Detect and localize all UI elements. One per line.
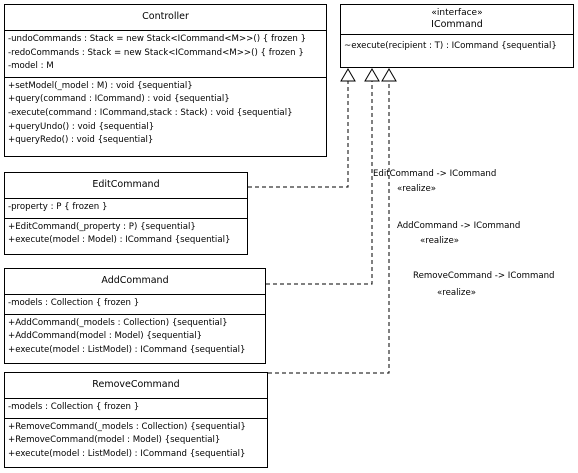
add-realize-arrowhead [364, 68, 380, 82]
addcommand-attributes: -models : Collection { frozen } [5, 295, 265, 315]
addcommand-op-execute: +execute(model : ListModel) : ICommand {… [8, 344, 246, 355]
edit-realize-line[interactable] [248, 81, 349, 188]
removecommand-class[interactable]: RemoveCommand -models : Collection { fro… [4, 372, 268, 468]
remove-realize-arrowhead [381, 68, 397, 82]
icommand-stereotype: «interface» [431, 8, 483, 18]
add-relation-stereotype: «realize» [420, 236, 459, 246]
remove-realize-line[interactable] [268, 81, 390, 374]
editcommand-class[interactable]: EditCommand -property : P { frozen } +Ed… [4, 172, 248, 255]
removecommand-operations: +RemoveCommand(_models : Collection) {se… [5, 419, 267, 465]
addcommand-class[interactable]: AddCommand -models : Collection { frozen… [4, 268, 266, 364]
edit-relation-stereotype: «realize» [397, 184, 436, 194]
icommand-interface[interactable]: «interface» ICommand ~execute(recipient … [340, 4, 574, 68]
removecommand-op-execute: +execute(model : ListModel) : ICommand {… [8, 448, 246, 459]
icommand-header: «interface» ICommand [341, 5, 573, 35]
edit-relation-name: EditCommand -> ICommand [373, 169, 497, 179]
controller-class-name: Controller [5, 5, 326, 31]
controller-attr-model: -model : M [8, 61, 54, 72]
addcommand-op-constructor-collection: +AddCommand(_models : Collection) {seque… [8, 317, 228, 328]
editcommand-op-execute: +execute(model : Model) : ICommand {sequ… [8, 235, 231, 246]
controller-operations: +setModel(_model : M) : void {sequential… [5, 78, 326, 151]
controller-op-setmodel: +setModel(_model : M) : void {sequential… [8, 80, 193, 91]
editcommand-op-constructor: +EditCommand(_property : P) {sequential} [8, 221, 196, 232]
addcommand-operations: +AddCommand(_models : Collection) {seque… [5, 315, 265, 361]
removecommand-attr-models: -models : Collection { frozen } [8, 402, 140, 412]
controller-attr-undo: -undoCommands : Stack = new Stack<IComma… [8, 34, 307, 44]
icommand-class-name: ICommand [431, 19, 483, 30]
controller-class[interactable]: Controller -undoCommands : Stack = new S… [4, 4, 327, 157]
icommand-op-execute: ~execute(recipient : T) : ICommand {sequ… [344, 41, 557, 51]
controller-attr-redo: -redoCommands : Stack = new Stack<IComma… [8, 47, 304, 58]
edit-realize-arrowhead [340, 68, 356, 82]
removecommand-op-constructor-collection: +RemoveCommand(_models : Collection) {se… [8, 421, 246, 432]
add-relation-name: AddCommand -> ICommand [397, 221, 521, 231]
controller-op-query: +query(command : ICommand) : void {seque… [8, 94, 230, 105]
controller-op-queryredo: +queryRedo() : void {sequential} [8, 135, 154, 146]
editcommand-operations: +EditCommand(_property : P) {sequential}… [5, 219, 247, 251]
icommand-operations: ~execute(recipient : T) : ICommand {sequ… [341, 35, 573, 57]
controller-attributes: -undoCommands : Stack = new Stack<IComma… [5, 31, 326, 78]
removecommand-class-name: RemoveCommand [5, 373, 267, 399]
editcommand-attr-property: -property : P { frozen } [8, 202, 108, 212]
controller-op-queryundo: +queryUndo() : void {sequential} [8, 121, 155, 132]
add-realize-line[interactable] [266, 81, 373, 285]
remove-relation-stereotype: «realize» [437, 288, 476, 298]
editcommand-attributes: -property : P { frozen } [5, 199, 247, 219]
addcommand-op-constructor-model: +AddCommand(model : Model) {sequential} [8, 331, 203, 342]
addcommand-attr-models: -models : Collection { frozen } [8, 298, 140, 308]
controller-op-execute: -execute(command : ICommand,stack : Stac… [8, 107, 293, 118]
editcommand-class-name: EditCommand [5, 173, 247, 199]
addcommand-class-name: AddCommand [5, 269, 265, 295]
removecommand-op-constructor-model: +RemoveCommand(model : Model) {sequentia… [8, 435, 221, 446]
removecommand-attributes: -models : Collection { frozen } [5, 399, 267, 419]
remove-relation-name: RemoveCommand -> ICommand [413, 271, 555, 281]
